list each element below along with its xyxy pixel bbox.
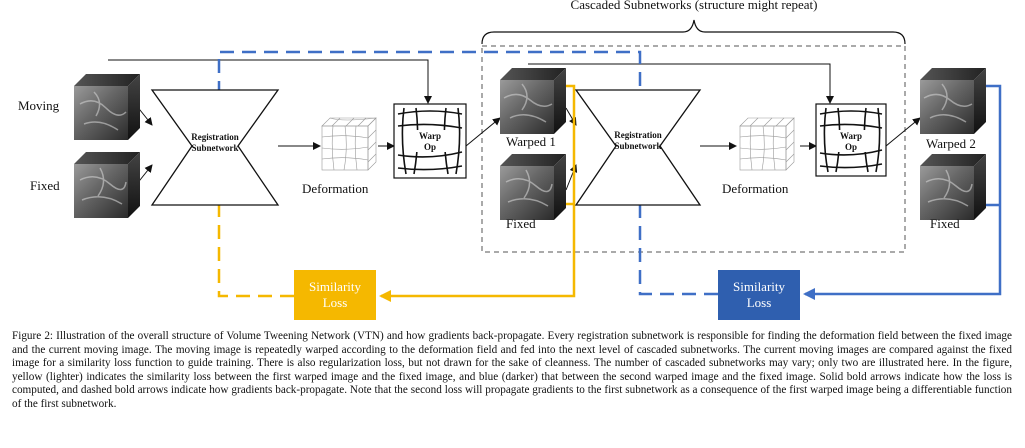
deformation-label-1: Deformation xyxy=(302,181,369,196)
cascade-label: Cascaded Subnetworks (structure might re… xyxy=(571,0,818,12)
warped2-label: Warped 2 xyxy=(926,136,976,151)
registration-1-line2: Subnetwork xyxy=(191,143,238,153)
fixed-image-cube-2 xyxy=(500,154,566,220)
fixed-label-3: Fixed xyxy=(930,216,960,231)
fixed-label-1: Fixed xyxy=(30,178,60,193)
similarity-loss-blue: Similarity Loss xyxy=(718,270,800,320)
vtn-architecture-diagram: Cascaded Subnetworks (structure might re… xyxy=(18,0,1002,320)
similarity-yellow-line1: Similarity xyxy=(309,279,362,294)
similarity-yellow-line2: Loss xyxy=(323,295,348,310)
fixed-image-cube-3 xyxy=(920,154,986,220)
fixed-image-cube-1 xyxy=(74,152,140,218)
similarity-blue-line2: Loss xyxy=(747,295,772,310)
cascade-region xyxy=(481,45,906,253)
moving-label: Moving xyxy=(18,98,60,113)
registration-subnetwork-2: Registration Subnetwork xyxy=(574,89,702,206)
warp-op-2-line1: Warp xyxy=(840,131,862,141)
warped1-image-cube xyxy=(500,68,566,134)
deformation-field-1 xyxy=(321,117,377,171)
similarity-blue-line1: Similarity xyxy=(733,279,786,294)
figure-caption: Figure 2: Illustration of the overall st… xyxy=(12,330,1012,410)
warp-op-2: Warp Op xyxy=(815,103,887,177)
registration-1-line1: Registration xyxy=(191,132,239,142)
deformation-label-2: Deformation xyxy=(722,181,789,196)
registration-subnetwork-1: Registration Subnetwork xyxy=(150,89,280,206)
yellow-loss-path xyxy=(213,84,576,302)
moving-image-cube xyxy=(74,74,140,140)
registration-2-line2: Subnetwork xyxy=(614,141,661,151)
cascade-brace xyxy=(481,19,906,45)
deformation-field-2 xyxy=(739,117,795,171)
registration-2-line1: Registration xyxy=(614,130,662,140)
warped1-label: Warped 1 xyxy=(506,134,556,149)
warp-op-2-line2: Op xyxy=(845,142,857,152)
warp-op-1-line1: Warp xyxy=(419,131,441,141)
fixed-label-2: Fixed xyxy=(506,216,536,231)
warp-op-1-line2: Op xyxy=(424,142,436,152)
warp-op-1: Warp Op xyxy=(393,103,467,179)
similarity-loss-yellow: Similarity Loss xyxy=(294,270,376,320)
warped2-image-cube xyxy=(920,68,986,134)
